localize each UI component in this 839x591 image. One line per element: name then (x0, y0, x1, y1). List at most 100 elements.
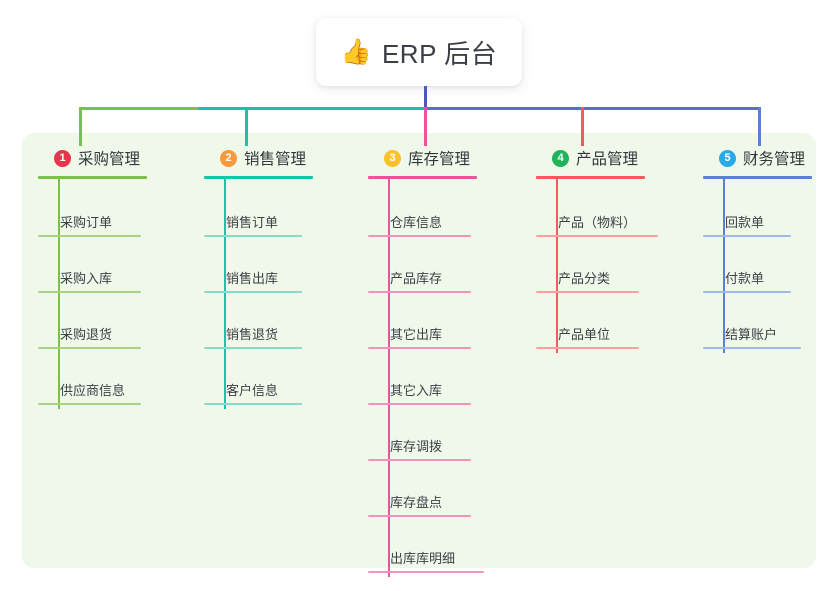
branch-title-4: 产品管理 (576, 151, 639, 168)
leaf-label: 供应商信息 (60, 383, 126, 398)
leaf-label: 产品库存 (390, 271, 443, 286)
leaf-rule (204, 291, 302, 293)
root-stem (424, 86, 427, 109)
leaf-node[interactable]: 采购订单 (38, 181, 141, 237)
root-node-title: ERP 后台 (381, 38, 498, 69)
leaf-rule (368, 403, 471, 405)
leaf-label: 其它入库 (390, 383, 443, 398)
branch-spine-2 (224, 179, 226, 409)
branch-column-1: 1 采购管理 采购订单 采购入库 采购退货 供应商信息 (38, 146, 188, 425)
drop-stem-1 (79, 107, 82, 146)
leaf-node[interactable]: 销售订单 (204, 181, 302, 237)
leaf-label: 库存盘点 (390, 495, 443, 510)
branch-rule-2 (204, 176, 313, 179)
branch-badge-5: 5 (719, 149, 736, 167)
leaf-label: 销售订单 (226, 215, 279, 230)
leaf-label: 产品单位 (558, 327, 611, 342)
leaf-rule (703, 235, 791, 237)
leaf-node[interactable]: 仓库信息 (368, 181, 471, 237)
leaf-rule (38, 235, 141, 237)
leaf-rule (368, 571, 484, 573)
leaf-node[interactable]: 出库库明细 (368, 517, 484, 573)
leaf-label: 产品（物料） (558, 215, 637, 230)
branch-badge-4: 4 (552, 149, 569, 167)
leaf-label: 采购订单 (60, 215, 113, 230)
leaf-rule (368, 347, 471, 349)
leaf-node[interactable]: 其它出库 (368, 293, 471, 349)
root-node[interactable]: 👍 ERP 后台 (316, 18, 522, 86)
leaf-label: 结算账户 (725, 327, 778, 342)
leaf-node[interactable]: 产品单位 (536, 293, 639, 349)
leaf-rule (536, 291, 639, 293)
leaf-node[interactable]: 销售退货 (204, 293, 302, 349)
branch-header-3[interactable]: 3 库存管理 (368, 146, 528, 170)
leaf-rule (536, 235, 658, 237)
leaf-node[interactable]: 供应商信息 (38, 349, 141, 405)
leaf-node[interactable]: 采购入库 (38, 237, 141, 293)
branch-rule-5 (703, 176, 812, 179)
leaf-node[interactable]: 库存盘点 (368, 461, 471, 517)
leaf-rule (38, 291, 141, 293)
branch-spine-3 (388, 179, 390, 577)
branch-header-5[interactable]: 5 财务管理 (703, 146, 839, 170)
leaf-rule (204, 403, 302, 405)
leaf-node[interactable]: 回款单 (703, 181, 791, 237)
branch-column-4: 4 产品管理 产品（物料） 产品分类 产品单位 (536, 146, 706, 369)
leaf-node[interactable]: 销售出库 (204, 237, 302, 293)
drop-stem-5 (758, 107, 761, 146)
leaf-node[interactable]: 产品（物料） (536, 181, 658, 237)
leaf-rule (703, 347, 801, 349)
leaf-rule (38, 403, 141, 405)
branch-header-2[interactable]: 2 销售管理 (204, 146, 354, 170)
branch-header-4[interactable]: 4 产品管理 (536, 146, 706, 170)
branch-rule-4 (536, 176, 645, 179)
branch-column-5: 5 财务管理 回款单 付款单 结算账户 (703, 146, 839, 369)
branch-title-5: 财务管理 (743, 151, 806, 168)
drop-stem-2 (245, 107, 248, 146)
leaf-label: 销售出库 (226, 271, 279, 286)
branch-column-2: 2 销售管理 销售订单 销售出库 销售退货 客户信息 (204, 146, 354, 425)
branch-badge-3: 3 (384, 149, 401, 167)
branch-title-1: 采购管理 (78, 151, 141, 168)
branch-rule-3 (368, 176, 477, 179)
branch-spine-1 (58, 179, 60, 409)
leaf-node[interactable]: 产品库存 (368, 237, 471, 293)
branch-title-3: 库存管理 (408, 151, 471, 168)
trunk-segment-blue (424, 107, 761, 110)
leaf-rule (368, 515, 471, 517)
branch-column-3: 3 库存管理 仓库信息 产品库存 其它出库 其它入库 库存调拨 (368, 146, 528, 591)
leaf-rule (38, 347, 141, 349)
leaf-label: 采购退货 (60, 327, 113, 342)
leaf-rule (368, 459, 471, 461)
leaf-label: 采购入库 (60, 271, 113, 286)
leaf-label: 产品分类 (558, 271, 611, 286)
leaf-node[interactable]: 其它入库 (368, 349, 471, 405)
branch-spine-5 (723, 179, 725, 353)
leaf-label: 出库库明细 (390, 551, 456, 566)
drop-stem-3 (424, 107, 427, 146)
leaf-node[interactable]: 产品分类 (536, 237, 639, 293)
leaf-rule (368, 291, 471, 293)
leaf-label: 回款单 (725, 215, 765, 230)
leaf-label: 仓库信息 (390, 215, 443, 230)
leaf-node[interactable]: 库存调拨 (368, 405, 471, 461)
leaf-label: 付款单 (725, 271, 765, 286)
leaf-label: 库存调拨 (390, 439, 443, 454)
trunk-segment-green (79, 107, 199, 110)
branch-rule-1 (38, 176, 147, 179)
leaf-rule (368, 235, 471, 237)
leaf-rule (536, 347, 639, 349)
leaf-node[interactable]: 付款单 (703, 237, 791, 293)
thumbs-up-icon: 👍 (340, 37, 372, 66)
branch-spine-4 (556, 179, 558, 353)
branch-badge-1: 1 (54, 149, 71, 167)
branch-badge-2: 2 (220, 149, 237, 167)
leaf-node[interactable]: 客户信息 (204, 349, 302, 405)
leaf-rule (204, 347, 302, 349)
leaf-node[interactable]: 采购退货 (38, 293, 141, 349)
leaf-node[interactable]: 结算账户 (703, 293, 801, 349)
branch-header-1[interactable]: 1 采购管理 (38, 146, 188, 170)
leaf-label: 其它出库 (390, 327, 443, 342)
trunk-segment-teal (198, 107, 426, 110)
leaf-rule (703, 291, 791, 293)
